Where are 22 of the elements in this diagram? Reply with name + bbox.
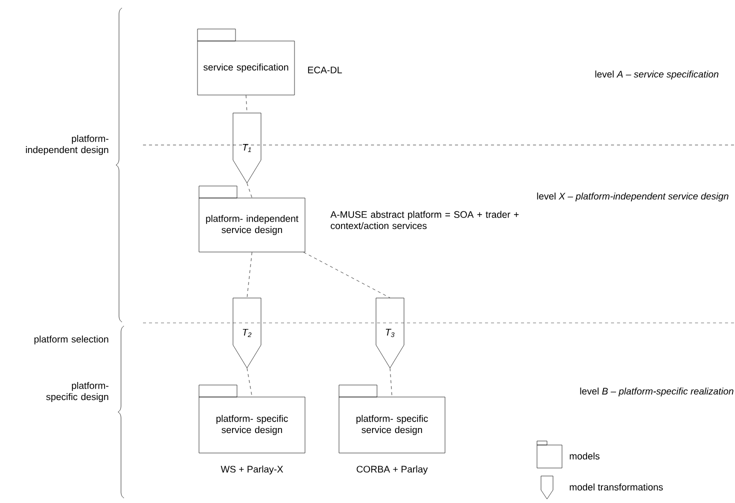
level-label: level A – service specification [595, 70, 718, 80]
package-box: platform- specific service design [198, 384, 306, 454]
level-label: level B – platform-specific realization [580, 388, 734, 396]
connector [246, 183, 252, 198]
package-box: platform- independent service design [198, 186, 306, 252]
level-label: level X – platform-independent service design [537, 192, 728, 202]
connector [303, 252, 390, 298]
annotation: A-MUSE abstract platform = SOA + trader + context/action services [330, 210, 519, 230]
annotation: ECA-DL [308, 66, 342, 74]
connector [246, 252, 252, 298]
connector [246, 95, 248, 113]
legend-label: model transformations [570, 484, 663, 490]
package-box: platform- specific service design [338, 384, 446, 454]
phase-label: platform- specific design [46, 382, 108, 402]
legend-label: models [570, 452, 600, 460]
annotation: WS + Parlay-X [220, 466, 284, 474]
connector [390, 368, 392, 397]
package-box: service specification [197, 28, 295, 96]
phase-label: platform selection [34, 336, 108, 344]
connector [246, 368, 252, 397]
annotation: CORBA + Parlay [356, 466, 428, 474]
phase-label: platform- independent design [26, 134, 108, 156]
